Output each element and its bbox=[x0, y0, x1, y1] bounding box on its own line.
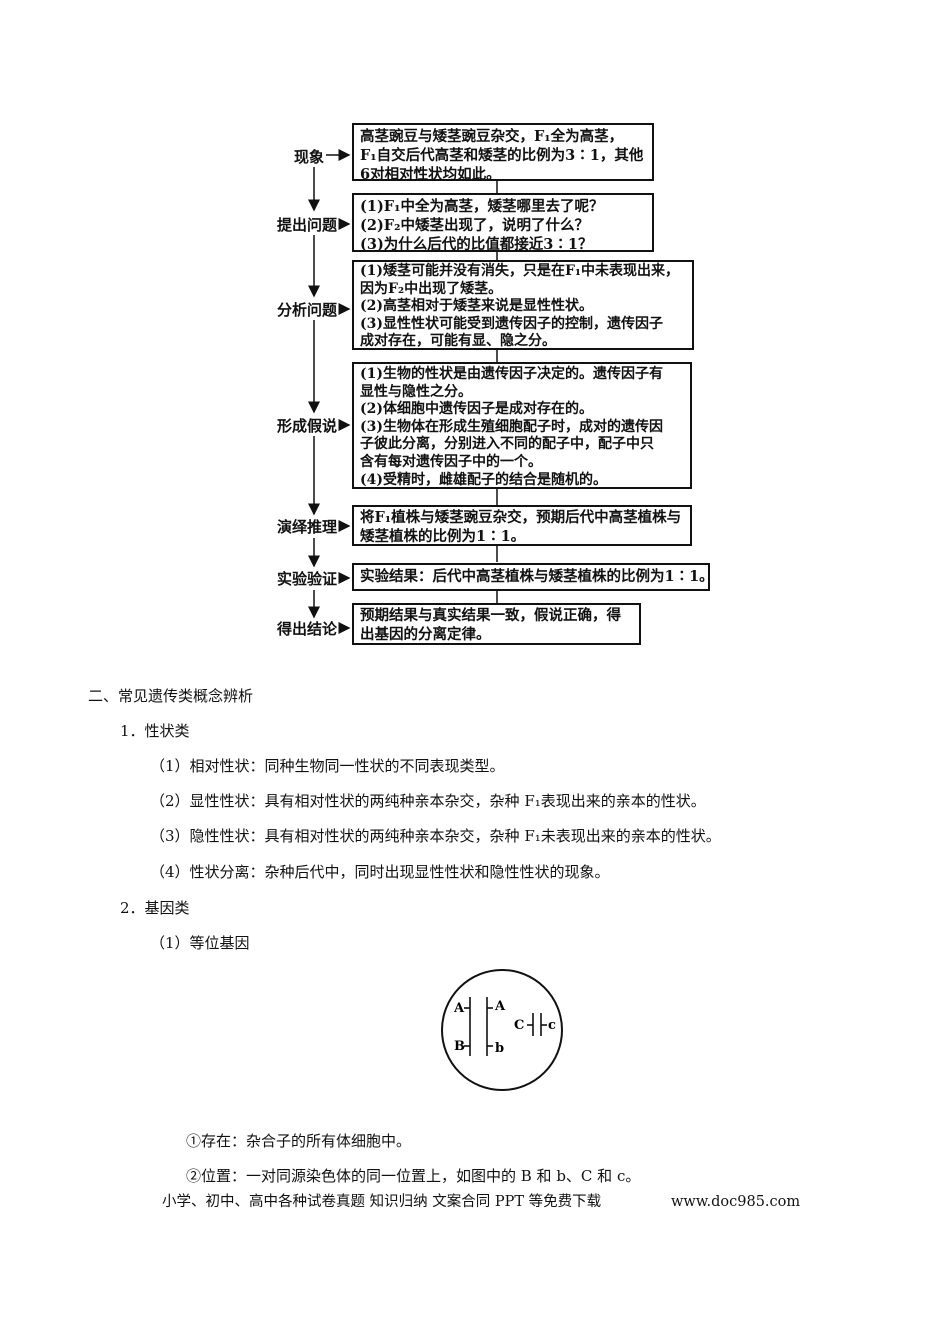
footer-text: 小学、初中、高中各种试卷真题 知识归纳 文案合同 PPT 等免费下载 bbox=[162, 1194, 602, 1210]
box-line: 子彼此分离，分别进入不同的配子中，配子中只 bbox=[360, 436, 654, 453]
box-line: 实验结果：后代中高茎植株与矮茎植株的比例为1∶1。 bbox=[360, 568, 714, 585]
box-line: (3)显性性状可能受到遗传因子的控制，遗传因子 bbox=[360, 315, 663, 332]
box-line: 矮茎植株的比例为1∶1。 bbox=[360, 528, 526, 545]
box-line: 高茎豌豆与矮茎豌豆杂交，F₁全为高茎， bbox=[360, 128, 624, 145]
step-label-conclusion: 得出结论 bbox=[277, 620, 338, 638]
box-line: (1)生物的性状是由遗传因子决定的。遗传因子有 bbox=[360, 366, 663, 382]
gene-label-b-right: b bbox=[495, 1041, 504, 1056]
paragraph-recessive-trait: （3）隐性性状：具有相对性状的两纯种亲本杂交，杂种 F₁未表现出来的亲本的性状。 bbox=[150, 827, 721, 845]
paragraph-allele: （1）等位基因 bbox=[150, 934, 250, 952]
subsection-gene: 2．基因类 bbox=[120, 899, 190, 917]
box-line: (3)为什么后代的比值都接近3∶1？ bbox=[360, 236, 593, 253]
paragraph-trait-segregation: （4）性状分离：杂种后代中，同时出现显性性状和隐性性状的现象。 bbox=[150, 863, 610, 881]
gene-label-A-right: A bbox=[494, 999, 506, 1014]
step-box-analysis: (1)矮茎可能并没有消失，只是在F₁中未表现出来， 因为F₂中出现了矮茎。 (2… bbox=[352, 260, 694, 350]
box-line: (2)F₂中矮茎出现了，说明了什么？ bbox=[360, 217, 589, 234]
box-line: 预期结果与真实结果一致，假说正确，得 bbox=[360, 607, 621, 624]
step-label-experiment: 实验验证 bbox=[277, 570, 338, 588]
box-line: (2)高茎相对于矮茎来说是显性性状。 bbox=[360, 298, 593, 314]
flowchart-connectors bbox=[308, 149, 498, 634]
step-box-phenomenon: 高茎豌豆与矮茎豌豆杂交，F₁全为高茎， F₁自交后代高茎和矮茎的比例为3∶1，其… bbox=[352, 123, 654, 183]
step-box-experiment: 实验结果：后代中高茎植株与矮茎植株的比例为1∶1。 bbox=[352, 563, 714, 591]
box-line: F₁自交后代高茎和矮茎的比例为3∶1，其他 bbox=[360, 147, 644, 164]
step-box-conclusion: 预期结果与真实结果一致，假说正确，得 出基因的分离定律。 bbox=[352, 603, 641, 645]
gene-label-B-left: B bbox=[454, 1039, 465, 1054]
box-line: 因为F₂中出现了矮茎。 bbox=[360, 280, 503, 297]
step-label-analysis: 分析问题 bbox=[277, 301, 338, 319]
box-line: (2)体细胞中遗传因子是成对存在的。 bbox=[360, 401, 593, 418]
step-box-hypothesis: (1)生物的性状是由遗传因子决定的。遗传因子有 显性与隐性之分。 (2)体细胞中… bbox=[352, 362, 692, 489]
step-label-phenomenon: 现象 bbox=[294, 148, 325, 166]
step-label-deduction: 演绎推理 bbox=[277, 518, 338, 536]
step-box-deduction: 将F₁植株与矮茎豌豆杂交，预期后代中高茎植株与 矮茎植株的比例为1∶1。 bbox=[352, 505, 692, 546]
box-line: 将F₁植株与矮茎豌豆杂交，预期后代中高茎植株与 bbox=[360, 509, 682, 526]
allele-chromosome-diagram: A B A b C c bbox=[441, 969, 563, 1091]
box-line: (4)受精时，雌雄配子的结合是随机的。 bbox=[360, 471, 607, 488]
paragraph-allele-existence: ①存在：杂合子的所有体细胞中。 bbox=[186, 1132, 412, 1150]
footer-url[interactable]: www.doc985.com bbox=[671, 1194, 801, 1210]
paragraph-dominant-trait: （2）显性性状：具有相对性状的两纯种亲本杂交，杂种 F₁表现出来的亲本的性状。 bbox=[150, 792, 706, 810]
flowchart: 现象 提出问题 分析问题 形成假说 演绎推理 实验验证 得出结论 高茎豌豆与矮茎… bbox=[0, 0, 950, 660]
box-line: 显性与隐性之分。 bbox=[360, 383, 472, 400]
gene-label-C: C bbox=[514, 1018, 524, 1033]
paragraph-relative-trait: （1）相对性状：同种生物同一性状的不同表现类型。 bbox=[150, 757, 505, 775]
gene-label-A-left: A bbox=[453, 1001, 465, 1016]
step-label-hypothesis: 形成假说 bbox=[277, 417, 338, 435]
box-line: 含有每对遗传因子中的一个。 bbox=[360, 453, 542, 470]
box-line: 6对相对性状均如此。 bbox=[360, 166, 501, 183]
cell-outline bbox=[441, 969, 563, 1091]
gene-label-c: c bbox=[548, 1018, 556, 1033]
box-line: (1)矮茎可能并没有消失，只是在F₁中未表现出来， bbox=[360, 263, 680, 279]
step-box-question: (1)F₁中全为高茎，矮茎哪里去了呢？ (2)F₂中矮茎出现了，说明了什么？ (… bbox=[352, 193, 654, 253]
section-heading: 二、常见遗传类概念辨析 bbox=[88, 687, 254, 705]
box-line: 成对存在，可能有显、隐之分。 bbox=[360, 333, 556, 349]
subsection-trait: 1．性状类 bbox=[120, 722, 190, 740]
paragraph-allele-position: ②位置：一对同源染色体的同一位置上，如图中的 B 和 b、C 和 c。 bbox=[186, 1167, 641, 1185]
box-line: (1)F₁中全为高茎，矮茎哪里去了呢？ bbox=[360, 198, 604, 215]
box-line: 出基因的分离定律。 bbox=[360, 626, 491, 643]
box-line: (3)生物体在形成生殖细胞配子时，成对的遗传因 bbox=[360, 418, 663, 435]
step-label-question: 提出问题 bbox=[277, 216, 338, 234]
